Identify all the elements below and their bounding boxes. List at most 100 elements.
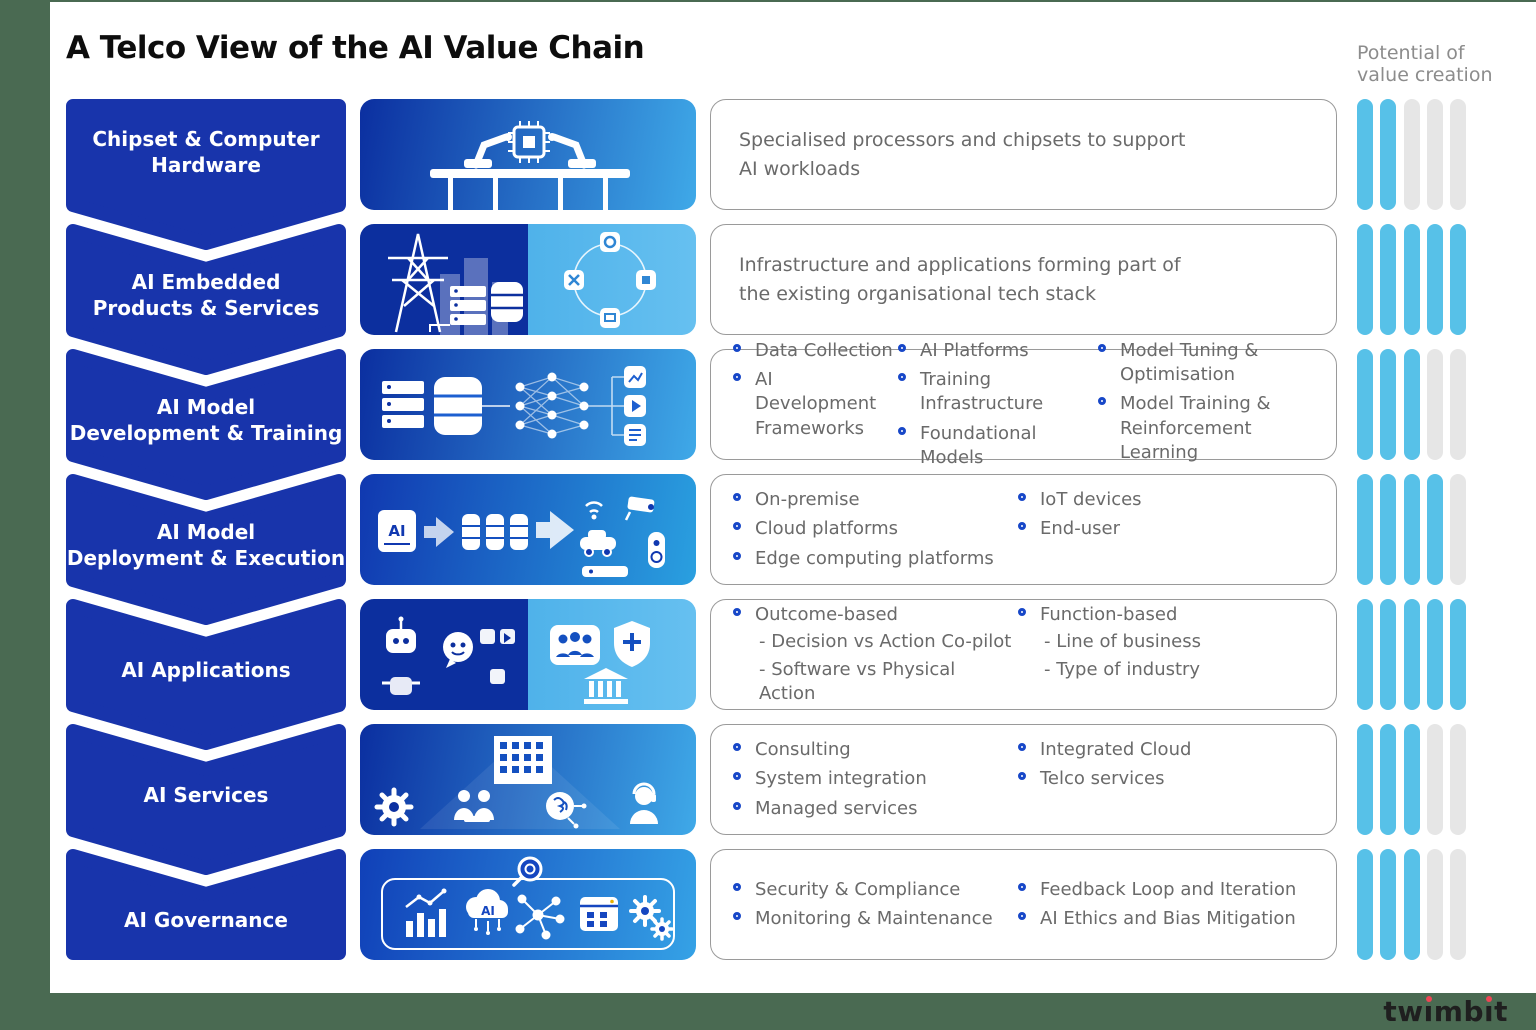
calendar-icon — [580, 897, 618, 931]
team-icon — [550, 625, 600, 665]
bullet-icon — [1018, 882, 1026, 891]
chevron-ai-governance: AI Governance — [66, 849, 346, 960]
bullet-item: AI Ethics and Bias Mitigation — [1016, 907, 1316, 931]
value-bar — [1450, 599, 1466, 710]
value-bar — [1426, 224, 1443, 335]
bullet-item: System integration — [731, 767, 1016, 791]
chevron-shape — [66, 99, 346, 250]
database-icon — [462, 514, 528, 550]
value-bar — [1426, 724, 1443, 835]
stage-label: AI Applications — [121, 657, 291, 682]
value-bar — [1403, 724, 1420, 835]
gears-icon — [629, 895, 674, 941]
media-files-icon — [624, 366, 646, 446]
description-box: Consulting System integration Managed se… — [710, 724, 1337, 835]
bullet-icon — [1018, 522, 1026, 531]
bullet-column: Integrated Cloud Telco services — [1016, 733, 1316, 826]
value-bar — [1403, 349, 1420, 460]
chevron-model-deployment: AI Model Deployment & Execution — [66, 474, 346, 625]
database-icon — [434, 377, 482, 435]
illustration-governance: AI — [360, 849, 696, 960]
bullet-column: Data Collection AI Development Framework… — [731, 334, 896, 475]
stage-label: AI Embedded Products & Services — [92, 269, 320, 320]
value-bar — [1380, 599, 1397, 710]
robot-icon — [382, 616, 420, 695]
robot-arm-icon — [550, 133, 588, 169]
bank-icon — [584, 668, 628, 704]
bullet-item: Edge computing platforms — [731, 547, 1016, 571]
row-model-development: AI Model Development & Training — [66, 340, 1466, 500]
svg-text:AI: AI — [388, 522, 405, 540]
chevron-shape — [66, 599, 346, 750]
bullet-item: IoT devices — [1016, 488, 1316, 512]
consultants-icon — [454, 790, 494, 822]
value-bar — [1403, 474, 1420, 585]
media-tiles-icon — [480, 629, 515, 684]
car-icon — [580, 530, 616, 557]
stage-label: AI Model Deployment & Execution — [66, 519, 346, 570]
bullet-item: Outcome-based - Decision vs Action Co-pi… — [731, 603, 1016, 706]
bullet-column: Outcome-based - Decision vs Action Co-pi… — [731, 598, 1016, 711]
value-bar — [1450, 349, 1466, 460]
description-box: Infrastructure and applications forming … — [710, 224, 1337, 335]
bullet-icon — [733, 343, 741, 352]
value-bar — [1403, 99, 1420, 210]
row-model-deployment: AI Model Deployment & Execution AI — [66, 474, 1466, 625]
wifi-icon — [585, 501, 603, 514]
bullet-item: End-user — [1016, 517, 1316, 541]
value-bar — [1426, 474, 1443, 585]
description-box: Data Collection AI Development Framework… — [710, 340, 1337, 468]
description-box: On-premise Cloud platforms Edge computin… — [710, 474, 1337, 585]
value-bar — [1357, 99, 1373, 210]
bullet-icon — [733, 522, 741, 531]
bullet-item: Telco services — [1016, 767, 1316, 791]
value-bars — [1357, 99, 1466, 210]
value-bar — [1357, 474, 1373, 585]
bullet-item: Cloud platforms — [731, 517, 1016, 541]
value-chain-rows: Chipset & Computer Hardware — [66, 99, 1466, 974]
bullet-icon — [898, 373, 906, 382]
speaker-icon — [648, 532, 665, 568]
stage-label: AI Model Development & Training — [69, 394, 343, 445]
database-icon — [491, 282, 523, 322]
row-ai-services: AI Services — [66, 724, 1466, 875]
bullet-item: Feedback Loop and Iteration — [1016, 878, 1316, 902]
value-bars — [1357, 349, 1466, 460]
bullet-item: Model Training & Reinforcement Learning — [1096, 392, 1316, 465]
description-box: Security & Compliance Monitoring & Maint… — [710, 849, 1337, 960]
bullet-item: Training Infrastructure — [896, 368, 1096, 417]
bar-chart-icon — [405, 888, 447, 937]
bullet-icon — [733, 772, 741, 781]
row-ai-applications: AI Applications — [66, 598, 1466, 750]
stage-label: AI Services — [143, 782, 269, 807]
chevron-ai-services: AI Services — [66, 724, 346, 875]
bullet-icon — [733, 801, 741, 810]
value-bar — [1357, 599, 1373, 710]
bullet-item: On-premise — [731, 488, 1016, 512]
bullet-icon — [1018, 607, 1026, 616]
chevron-shape — [66, 474, 346, 625]
bullet-item: AI Platforms — [896, 339, 1096, 363]
chevron-ai-embedded: AI Embedded Products & Services — [66, 224, 346, 375]
value-bar — [1380, 99, 1397, 210]
chevron-chipset-hardware: Chipset & Computer Hardware — [66, 99, 346, 250]
ai-cloud-icon: AI — [466, 889, 508, 935]
bullet-icon — [1098, 343, 1106, 352]
chevron-shape — [66, 224, 346, 375]
value-bars — [1357, 724, 1466, 835]
value-bars — [1357, 474, 1466, 585]
page-title: A Telco View of the AI Value Chain — [66, 30, 645, 66]
bullet-item: Foundational Models — [896, 422, 1096, 471]
neural-network-icon — [515, 372, 589, 439]
value-bar — [1380, 474, 1397, 585]
bullet-item: Security & Compliance — [731, 878, 1016, 902]
bullet-icon — [733, 493, 741, 502]
bullet-item: Consulting — [731, 738, 1016, 762]
chevron-model-development: AI Model Development & Training — [66, 349, 346, 500]
value-bar — [1450, 849, 1466, 960]
bullet-column: IoT devices End-user — [1016, 483, 1316, 576]
stage-label: AI Governance — [124, 907, 288, 932]
illustration-robot-arms-chip — [360, 99, 696, 210]
bullet-item: Model Tuning & Optimisation — [1096, 339, 1316, 388]
bullet-icon — [1018, 912, 1026, 920]
